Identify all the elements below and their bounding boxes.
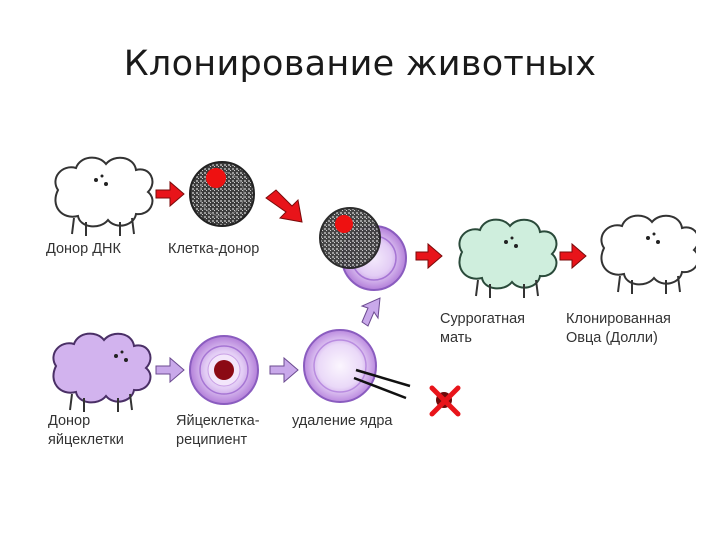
label-donor-cell: Клетка-донор xyxy=(168,241,260,257)
label-egg-donor-line2: яйцеклетки xyxy=(48,432,124,448)
cloning-diagram: Донор ДНК Клетка-донор Суррогатная мать … xyxy=(40,148,696,458)
label-surrogate-line2: мать xyxy=(440,330,472,346)
arrow-to-clone xyxy=(559,242,587,270)
label-egg-recipient-line2: реципиент xyxy=(176,432,248,448)
donor-cell xyxy=(189,161,255,227)
cloned-sheep-dolly xyxy=(600,214,696,294)
egg-donor-sheep xyxy=(52,332,152,412)
micropipette-lower xyxy=(353,376,407,400)
label-dna-donor: Донор ДНК xyxy=(46,241,121,257)
transferred-nucleus xyxy=(335,215,353,233)
micropipette-upper xyxy=(355,368,411,388)
arrow-to-egg-recipient xyxy=(155,356,185,384)
egg-recipient-cell xyxy=(189,335,259,405)
fused-cell xyxy=(319,207,407,291)
slide-title: Клонирование животных xyxy=(123,44,597,84)
arrow-to-donor-cell xyxy=(155,180,185,208)
label-cloned-line2: Овца (Долли) xyxy=(566,330,658,346)
label-cloned-sheep: Клонированная Овца (Долли) xyxy=(566,310,671,348)
arrow-diagonal-to-fusion xyxy=(265,189,303,223)
label-egg-donor-line1: Донор xyxy=(48,413,91,429)
label-surrogate-mother: Суррогатная мать xyxy=(440,310,525,348)
label-cloned-line1: Клонированная xyxy=(566,311,671,327)
label-nucleus-removal: удаление ядра xyxy=(292,413,393,429)
dna-donor-sheep xyxy=(54,156,154,236)
arrow-up-to-fusion xyxy=(360,297,381,327)
label-egg-recipient: Яйцеклетка- реципиент xyxy=(176,412,260,450)
label-surrogate-line1: Суррогатная xyxy=(440,311,526,327)
arrow-to-enucleation xyxy=(269,356,299,384)
arrow-to-surrogate xyxy=(415,242,443,270)
label-egg-donor: Донор яйцеклетки xyxy=(48,412,124,450)
discarded-nucleus xyxy=(429,385,461,417)
egg-nucleus xyxy=(214,360,234,380)
diagram-graphics xyxy=(52,156,696,417)
donor-nucleus xyxy=(206,168,226,188)
enucleation-cell xyxy=(303,329,411,403)
surrogate-mother-sheep xyxy=(458,218,558,298)
label-egg-recipient-line1: Яйцеклетка- xyxy=(176,413,260,429)
